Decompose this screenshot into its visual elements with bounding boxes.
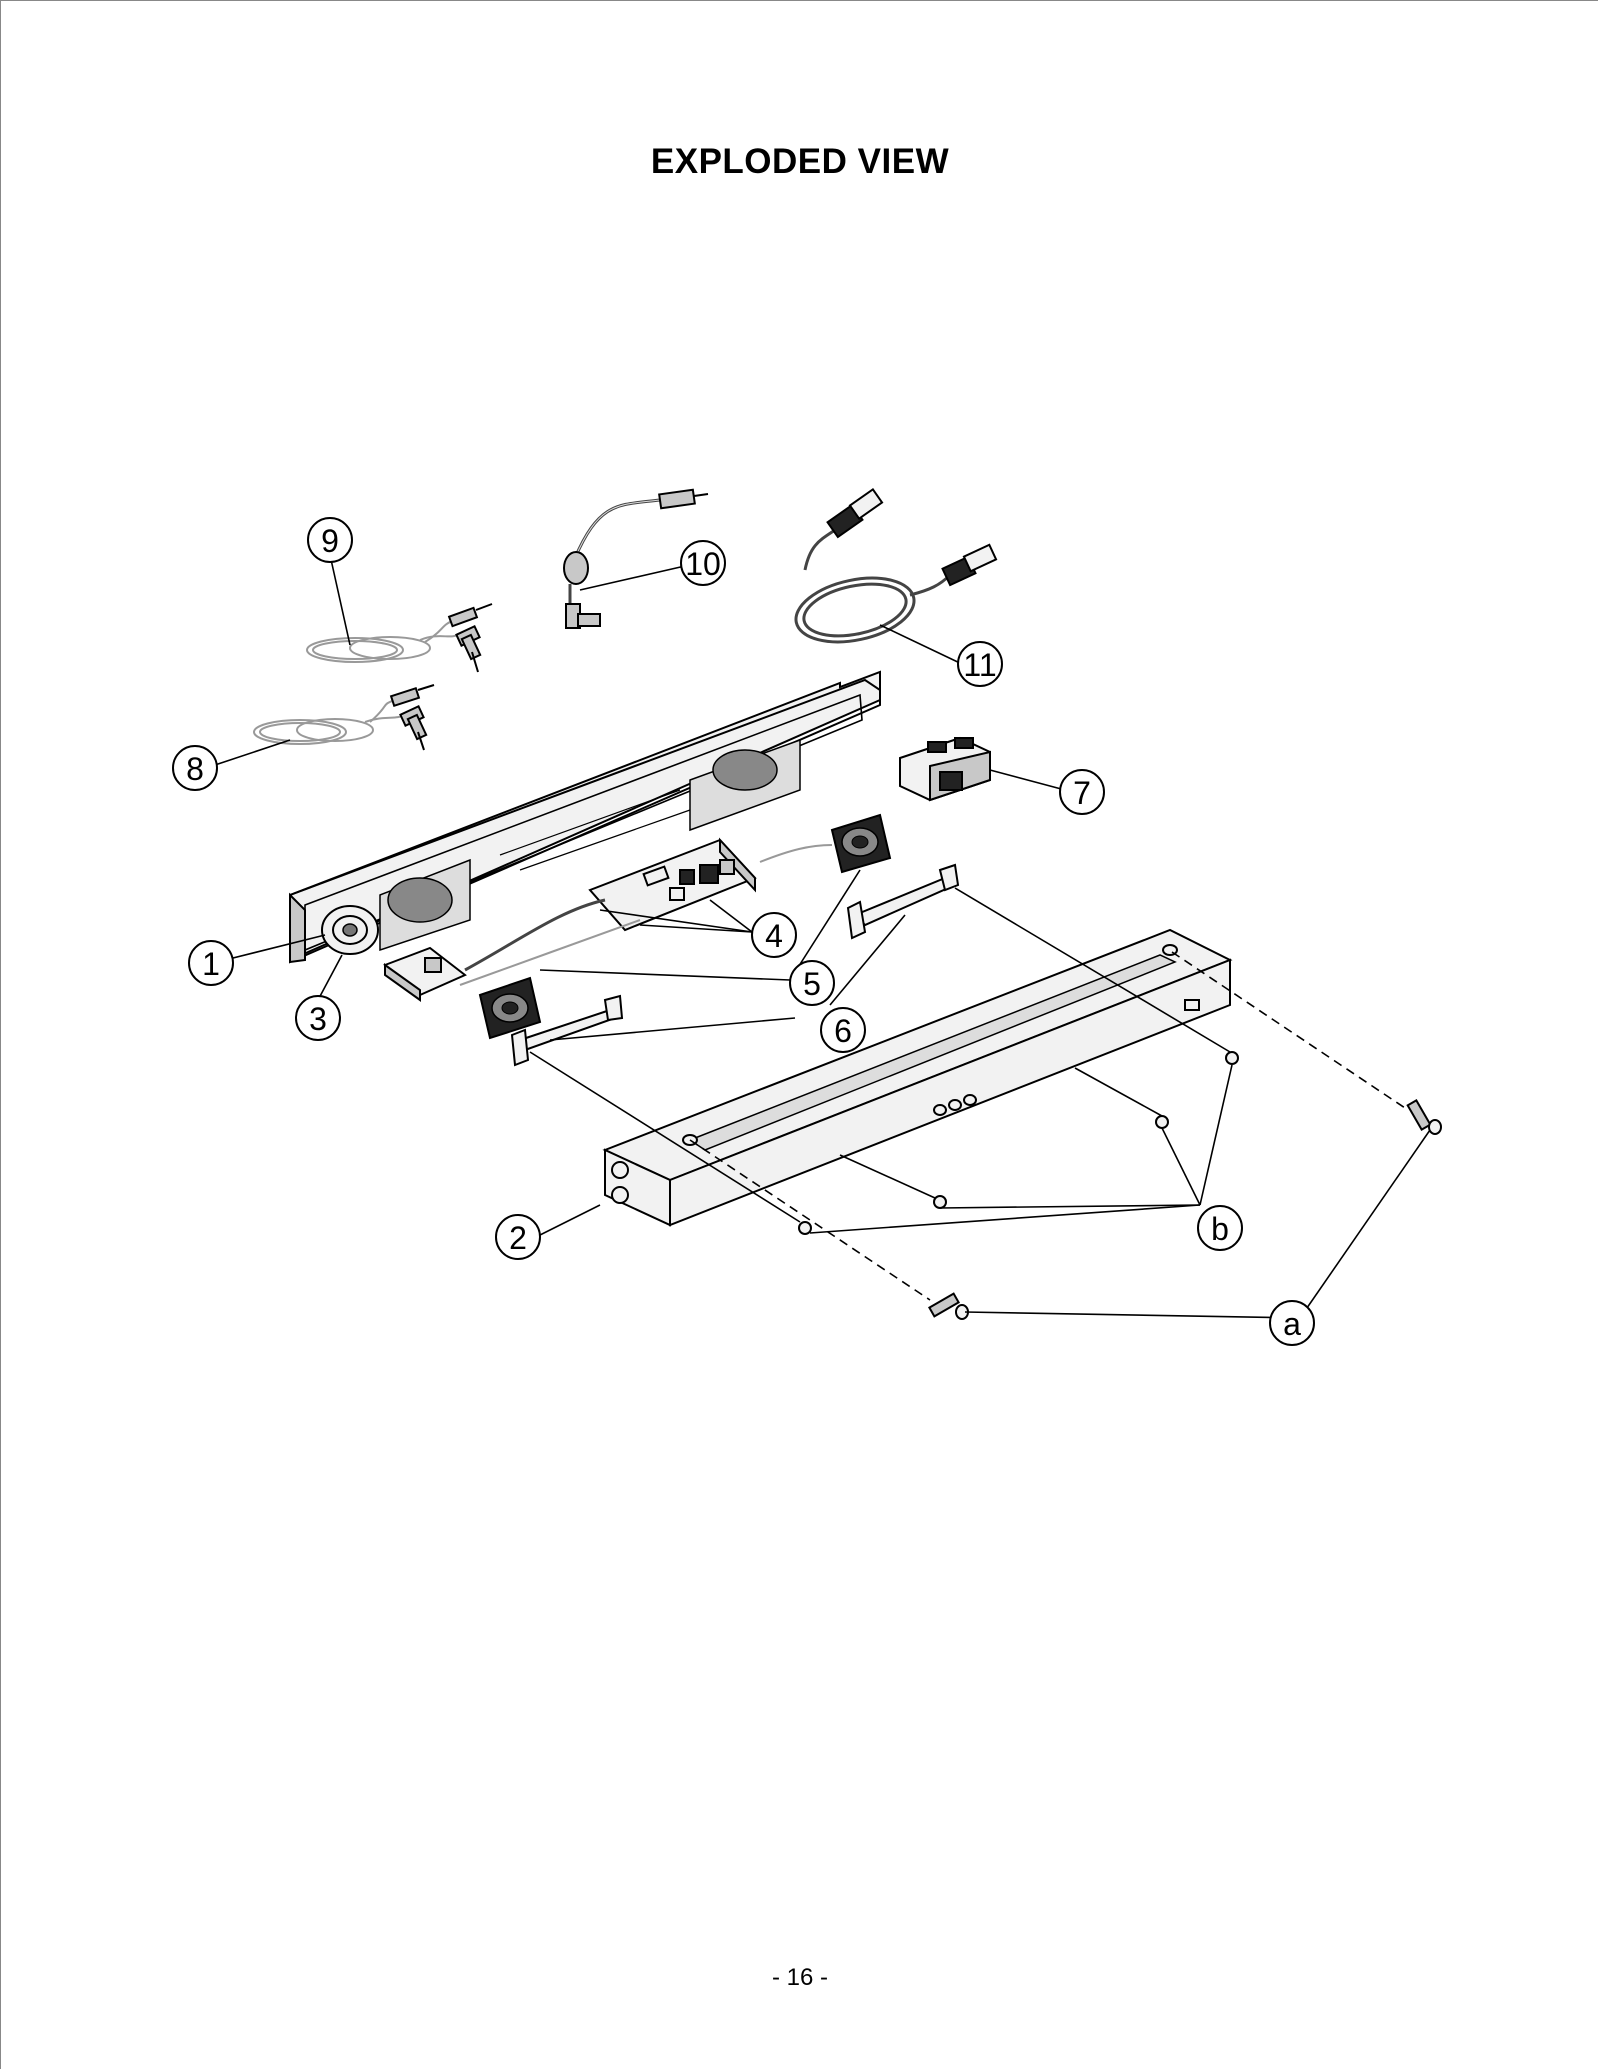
- callout-1: 1: [188, 940, 234, 986]
- callout-label-10: 10: [685, 546, 721, 582]
- callout-a: a: [1269, 1300, 1315, 1346]
- front-frame-1: [289, 670, 881, 964]
- callout-5: 5: [789, 960, 835, 1006]
- callout-label-4: 4: [765, 918, 783, 954]
- audio-cable-8: [253, 684, 435, 751]
- screw-a-left: [928, 1292, 969, 1320]
- callout-label-a: a: [1283, 1306, 1301, 1342]
- screw-b-4: [798, 1221, 812, 1235]
- callout-3: 3: [295, 995, 341, 1041]
- callout-10: 10: [680, 540, 726, 586]
- assembly-lines: [689, 951, 1409, 1301]
- callout-7: 7: [1059, 769, 1105, 815]
- page-title: EXPLODED VIEW: [650, 142, 950, 181]
- callout-4: 4: [751, 912, 797, 958]
- usb-cable-11: [794, 488, 998, 644]
- screw-b-2: [1155, 1115, 1169, 1129]
- callout-b: b: [1197, 1205, 1243, 1251]
- callout-11: 11: [957, 641, 1003, 687]
- callout-label-2: 2: [509, 1220, 527, 1256]
- power-cord-10: [563, 488, 709, 629]
- callout-2: 2: [495, 1214, 541, 1260]
- base-cover-2: [602, 928, 1233, 1227]
- screw-b-3: [933, 1195, 947, 1209]
- callout-label-11: 11: [963, 647, 996, 683]
- brackets-6: [510, 863, 960, 1067]
- callout-label-5: 5: [803, 966, 821, 1002]
- callout-9: 9: [307, 517, 353, 563]
- audio-cable-9: [306, 603, 493, 673]
- speakers-5: [383, 813, 892, 1040]
- callout-label-8: 8: [186, 751, 204, 787]
- callout-label-b: b: [1211, 1211, 1229, 1247]
- leader-lines: [214, 554, 1431, 1319]
- callout-label-7: 7: [1073, 775, 1091, 811]
- usb-module-7: [899, 736, 991, 802]
- knob-3: [321, 905, 379, 955]
- callout-8: 8: [172, 745, 218, 791]
- main-pcb-4: [588, 837, 757, 932]
- callout-label-1: 1: [202, 946, 220, 982]
- page-number: - 16 -: [771, 1964, 828, 1991]
- callout-6: 6: [820, 1007, 866, 1053]
- screw-b-1: [1225, 1051, 1239, 1065]
- callout-label-3: 3: [309, 1001, 327, 1037]
- callout-label-9: 9: [321, 523, 339, 559]
- screw-a-right: [1406, 1099, 1442, 1135]
- callout-label-6: 6: [834, 1013, 852, 1049]
